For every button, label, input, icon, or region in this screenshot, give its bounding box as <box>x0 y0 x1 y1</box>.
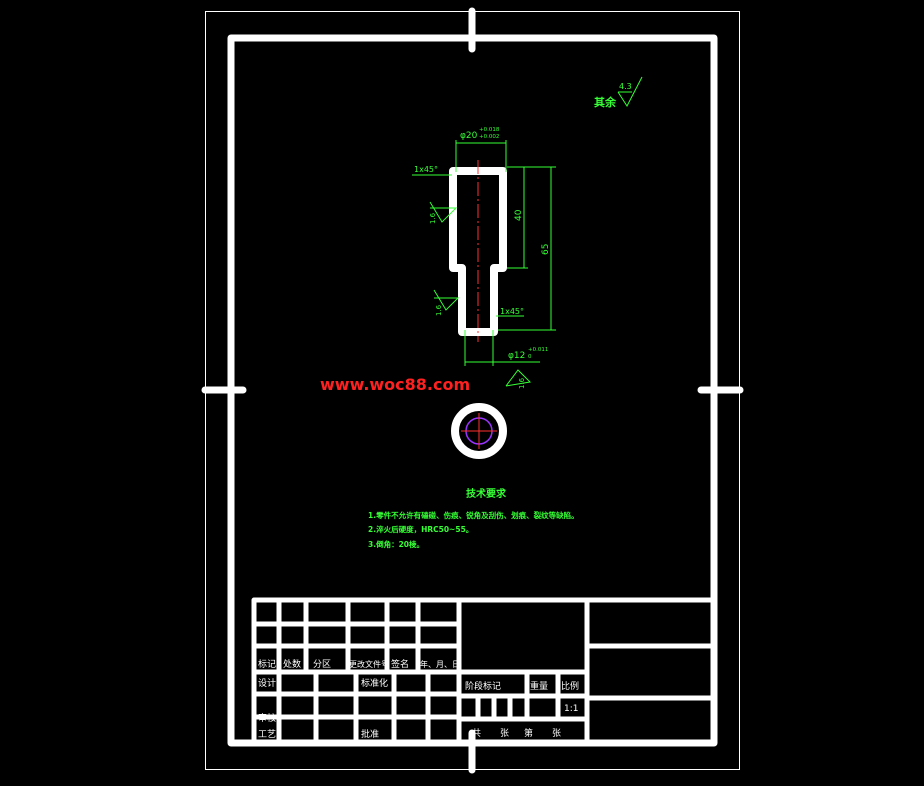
dim-chamfer-top: 1x45° <box>414 165 438 174</box>
tb-header-3: 分区 <box>313 659 331 670</box>
dim-chamfer-bottom: 1x45° <box>500 307 524 316</box>
tb-review: 审核 <box>258 712 276 724</box>
shaft-outline <box>449 167 507 336</box>
title-block <box>251 597 717 746</box>
dim-length-total: 65 <box>541 244 551 255</box>
tb-header-2: 处数 <box>283 658 301 670</box>
end-view <box>451 403 507 459</box>
tb-header-6: 年、月、日 <box>420 659 460 669</box>
tb-sheet-3: 第 <box>524 727 533 739</box>
dim-bottom-diameter-lower: 0 <box>528 354 532 360</box>
shaft-part <box>449 160 507 342</box>
tb-design: 设计 <box>258 677 276 689</box>
title-block-text: 标记 处数 分区 更改文件号 签名 年、月、日 设计 标准化 审核 工艺 批准 … <box>258 658 579 740</box>
roughness-value-2: 1.6 <box>435 304 443 316</box>
tb-process: 工艺 <box>258 729 276 740</box>
tb-standardization: 标准化 <box>361 677 388 689</box>
tb-sheet-1: 共 <box>472 728 481 739</box>
roughness-note-label: 其余 <box>594 95 617 109</box>
dimensions <box>412 140 556 387</box>
tech-requirements: 技术要求 1.零件不允许有磕碰、伤痕、锐角及刮伤、划痕、裂纹等缺陷。 2.淬火后… <box>368 487 579 549</box>
outer-border <box>205 11 740 770</box>
dim-top-diameter-lower: +0.002 <box>479 134 499 140</box>
tech-requirements-title: 技术要求 <box>466 487 507 500</box>
inner-frame <box>227 34 718 747</box>
centering-marks <box>201 7 744 774</box>
tb-sheet-2: 张 <box>500 728 509 739</box>
tech-requirement-3: 3.倒角：20棱。 <box>368 539 424 549</box>
dim-top-diameter: φ20 <box>460 131 478 141</box>
tb-sheet-4: 张 <box>552 728 561 739</box>
tb-stage-label: 阶段标记 <box>465 680 501 692</box>
tb-header-1: 标记 <box>258 658 276 670</box>
dim-bottom-diameter-upper: +0.011 <box>528 347 548 353</box>
tb-scale-value: 1:1 <box>564 704 578 714</box>
tech-requirement-2: 2.淬火后硬度，HRC50~55。 <box>368 524 473 534</box>
tb-header-5: 签名 <box>391 658 409 670</box>
roughness-value-1: 1.6 <box>429 212 437 224</box>
tb-header-4: 更改文件号 <box>349 659 389 669</box>
dim-bottom-diameter: φ12 <box>508 351 525 361</box>
dim-length-upper: 40 <box>514 209 524 221</box>
roughness-note-value: 4.3 <box>619 82 632 91</box>
tb-approve: 批准 <box>361 728 379 740</box>
tech-requirement-1: 1.零件不允许有磕碰、伤痕、锐角及刮伤、划痕、裂纹等缺陷。 <box>368 510 579 520</box>
tb-scale-label: 比例 <box>561 680 579 692</box>
roughness-note: 其余 4.3 <box>594 76 643 109</box>
tb-weight-label: 重量 <box>530 680 548 692</box>
roughness-value-3: 1.6 <box>518 377 526 389</box>
watermark-text: www.woc88.com <box>320 375 470 394</box>
dim-top-diameter-upper: +0.018 <box>479 127 500 133</box>
